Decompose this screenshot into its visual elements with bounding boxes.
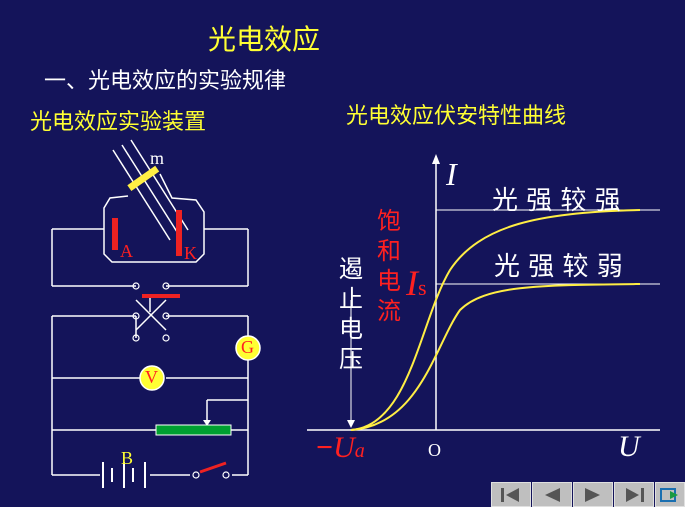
curves-caption: 光电效应伏安特性曲线: [346, 104, 567, 129]
strong-light-curve: [350, 209, 641, 431]
weak-light-label: 光 强 较 弱: [494, 252, 623, 282]
cathode-electrode: [176, 210, 182, 256]
galvanometer: [235, 335, 261, 361]
label-G: G: [241, 337, 254, 357]
saturation-current-label: 饱 和 电 流: [377, 207, 401, 325]
label-B: B: [121, 448, 134, 468]
apparatus-caption: 光电效应实验装置: [30, 110, 207, 135]
last-icon: [626, 487, 644, 502]
saturation-current-symbol: Is: [406, 263, 427, 303]
strong-light-label: 光 强 较 强: [492, 186, 621, 216]
nav-first-button[interactable]: [491, 482, 531, 507]
nav-return-button[interactable]: [655, 482, 685, 507]
stopping-voltage-symbol: −Ua: [316, 431, 365, 464]
rheostat: [155, 424, 232, 436]
anode-electrode: [112, 218, 118, 250]
prev-icon: [545, 487, 560, 502]
nav-next-button[interactable]: [573, 482, 613, 507]
label-V: V: [145, 367, 158, 387]
axis-label-U: U: [618, 430, 640, 463]
weak-light-curve: [350, 283, 641, 431]
stopping-voltage-label: 遏 止 电 压: [339, 255, 363, 373]
nav-prev-button[interactable]: [532, 482, 572, 507]
nav-last-button[interactable]: [614, 482, 654, 507]
origin-label: O: [428, 440, 441, 460]
quartz-window: [127, 165, 160, 192]
label-A: A: [120, 241, 133, 261]
return-icon: [660, 487, 678, 502]
slide-title: 光电效应: [208, 23, 321, 56]
first-icon: [501, 487, 519, 502]
section-heading: 一、光电效应的实验规律: [44, 69, 287, 94]
next-icon: [585, 487, 600, 502]
label-m: m: [150, 148, 165, 168]
label-K: K: [184, 243, 197, 263]
voltmeter: [139, 365, 165, 391]
axis-label-I: I: [446, 156, 457, 192]
